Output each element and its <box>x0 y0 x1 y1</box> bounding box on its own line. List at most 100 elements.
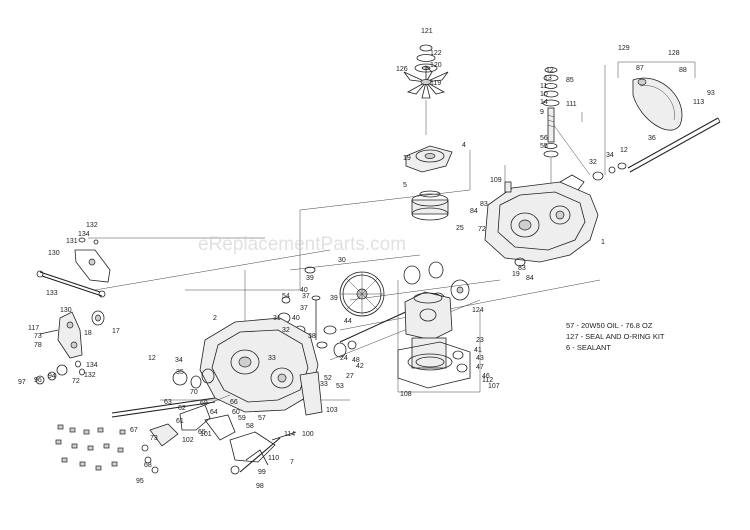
part-label-84: 84 <box>526 275 534 282</box>
part-label-34: 34 <box>175 357 183 364</box>
part-label-7: 7 <box>290 459 294 466</box>
part-label-129: 129 <box>618 45 630 52</box>
part-label-48: 48 <box>352 357 360 364</box>
part-label-133: 133 <box>46 290 58 297</box>
part-label-12: 12 <box>148 355 156 362</box>
part-label-130: 130 <box>48 250 60 257</box>
notes-block: 57 - 20W50 OIL - 76.8 OZ 127 - SEAL AND … <box>566 321 665 352</box>
part-label-59: 59 <box>238 415 246 422</box>
part-label-54: 54 <box>282 293 290 300</box>
part-label-44: 44 <box>344 318 352 325</box>
part-label-73: 73 <box>150 435 158 442</box>
part-label-19: 19 <box>403 155 411 162</box>
part-label-88: 88 <box>679 67 687 74</box>
part-label-32: 32 <box>589 159 597 166</box>
center-block-assembly <box>397 280 481 393</box>
part-label-33: 33 <box>320 381 328 388</box>
linkage-assembly <box>35 237 111 385</box>
part-label-41: 41 <box>474 347 482 354</box>
part-label-38: 38 <box>308 333 316 340</box>
part-label-42: 42 <box>356 363 364 370</box>
part-label-61: 61 <box>176 418 184 425</box>
part-label-69: 69 <box>200 400 208 407</box>
part-label-17: 17 <box>112 328 120 335</box>
bevel-gear-assembly <box>405 145 453 221</box>
part-label-107: 107 <box>488 383 500 390</box>
note-sealant: 6 - SEALANT <box>566 343 611 352</box>
part-label-37: 37 <box>302 293 310 300</box>
part-label-70: 70 <box>190 389 198 396</box>
part-label-25: 25 <box>456 225 464 232</box>
part-label-84: 84 <box>470 208 478 215</box>
part-label-4: 4 <box>462 142 466 149</box>
part-label-58: 58 <box>246 423 254 430</box>
part-label-134: 134 <box>86 362 98 369</box>
part-label-56: 56 <box>540 135 548 142</box>
part-label-78: 78 <box>34 342 42 349</box>
axle-shaft-assembly <box>581 61 721 181</box>
part-label-97: 97 <box>18 379 26 386</box>
fan-blades <box>403 65 449 99</box>
part-label-117: 117 <box>28 325 39 332</box>
part-label-66: 66 <box>230 399 238 406</box>
part-label-120: 120 <box>430 62 442 69</box>
part-label-83: 83 <box>518 265 526 272</box>
part-label-110: 110 <box>268 455 279 462</box>
fan-assembly <box>403 44 449 135</box>
part-label-111: 111 <box>566 101 577 108</box>
left-housing <box>199 317 319 413</box>
part-label-93: 93 <box>707 90 715 97</box>
part-label-57: 57 <box>258 415 266 422</box>
part-label-132: 132 <box>86 222 98 229</box>
part-label-98: 98 <box>256 483 264 490</box>
part-label-40: 40 <box>300 287 308 294</box>
part-label-121: 121 <box>421 28 433 35</box>
part-label-23: 23 <box>476 337 484 344</box>
part-label-112: 112 <box>482 377 493 384</box>
part-label-134: 134 <box>78 231 90 238</box>
part-label-132: 132 <box>84 372 96 379</box>
part-label-30: 30 <box>338 257 346 264</box>
part-label-31: 31 <box>273 315 281 322</box>
part-label-12: 12 <box>620 147 628 154</box>
part-label-52: 52 <box>324 375 332 382</box>
part-label-9: 9 <box>540 109 544 116</box>
part-label-12: 12 <box>546 67 554 74</box>
part-label-1: 1 <box>601 239 605 246</box>
part-label-72: 72 <box>72 378 80 385</box>
part-label-63: 63 <box>164 399 172 406</box>
part-label-83: 83 <box>480 201 488 208</box>
part-label-103: 103 <box>326 407 338 414</box>
watermark: eReplacementParts.com <box>198 234 406 255</box>
part-label-53: 53 <box>336 383 344 390</box>
part-label-37: 37 <box>300 305 308 312</box>
part-label-13: 13 <box>544 75 552 82</box>
part-label-18: 18 <box>84 330 92 337</box>
part-label-126: 126 <box>396 66 408 73</box>
part-label-40: 40 <box>292 315 300 322</box>
part-label-114: 114 <box>284 431 295 438</box>
part-label-10: 10 <box>540 91 548 98</box>
note-seal-kit: 127 - SEAL AND O-RING KIT <box>566 332 665 341</box>
part-label-101: 101 <box>200 431 212 438</box>
part-label-108: 108 <box>400 391 412 398</box>
part-label-60: 60 <box>232 409 240 416</box>
part-label-109: 109 <box>490 177 502 184</box>
part-label-39: 39 <box>330 295 338 302</box>
part-label-72: 72 <box>478 226 486 233</box>
part-label-39: 39 <box>306 275 314 282</box>
lower-hardware <box>55 368 323 475</box>
bolt-field <box>55 424 126 471</box>
part-label-102: 102 <box>182 437 194 444</box>
part-label-19: 19 <box>512 271 520 278</box>
part-label-85: 85 <box>566 77 574 84</box>
part-label-46: 46 <box>482 373 490 380</box>
part-label-128: 128 <box>668 50 680 57</box>
part-label-33: 33 <box>268 355 276 362</box>
part-label-55: 55 <box>540 143 548 150</box>
note-oil: 57 - 20W50 OIL - 76.8 OZ <box>566 321 653 330</box>
part-label-2: 2 <box>213 315 217 322</box>
part-label-62: 62 <box>178 405 186 412</box>
